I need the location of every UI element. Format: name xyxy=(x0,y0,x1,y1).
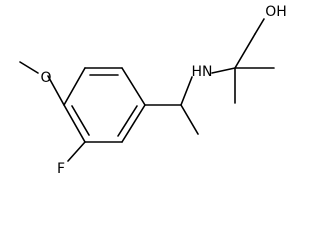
bond xyxy=(67,141,86,162)
double-bond-inner xyxy=(117,105,138,137)
benzene-ring xyxy=(63,67,146,143)
bond xyxy=(211,67,236,74)
bond xyxy=(63,104,86,143)
bond xyxy=(234,33,256,69)
atom-label-hn: HN xyxy=(192,64,213,80)
bond xyxy=(254,18,265,35)
bond xyxy=(180,104,199,135)
bond xyxy=(121,67,146,106)
side-chain: HN OH xyxy=(144,4,287,135)
bond xyxy=(47,75,65,106)
atom-label-f: F xyxy=(57,161,65,177)
fluoro-group: F xyxy=(57,141,86,177)
chemical-structure: O F HN OH xyxy=(19,4,287,177)
atom-label-o: O xyxy=(40,70,51,86)
double-bond-inner xyxy=(71,105,90,136)
methoxy-group: O xyxy=(19,61,65,106)
bond xyxy=(121,104,146,143)
bond xyxy=(63,67,86,106)
bond xyxy=(180,76,193,106)
bond xyxy=(19,61,39,74)
atom-label-oh: OH xyxy=(265,4,287,20)
